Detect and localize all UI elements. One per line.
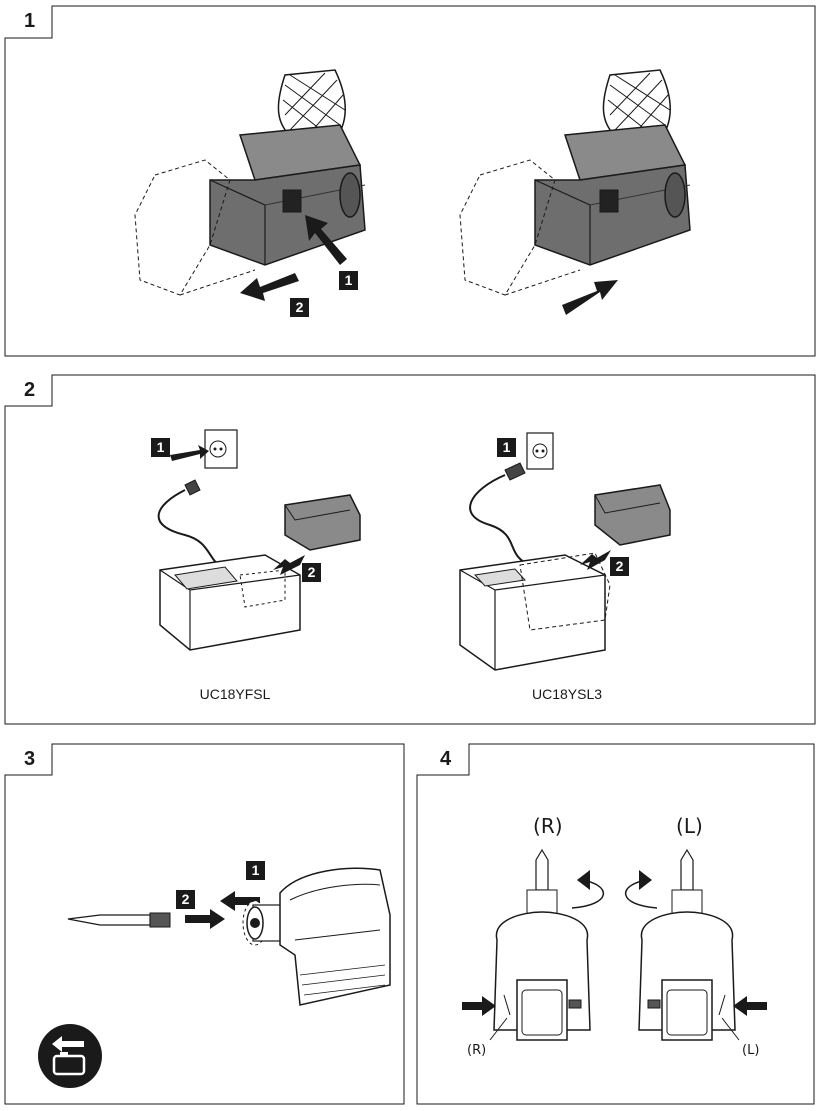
step-badge-1: 1 — [497, 438, 516, 457]
charger-model-caption-left: UC18YFSL — [199, 686, 271, 702]
panel-1-number: 1 — [24, 10, 36, 32]
charger-model-caption-right: UC18YSL3 — [531, 686, 603, 702]
panel-3-number: 3 — [24, 748, 36, 770]
step-badge-2: 2 — [610, 557, 629, 576]
panel-3-frame — [4, 743, 405, 1105]
panel-4-frame — [416, 743, 815, 1105]
wall-outlet-icon — [526, 432, 554, 470]
panel-2: 2 1 2 UC18YFSL 1 2 UC18YSL3 — [0, 370, 818, 730]
driver-bit-icon — [67, 914, 151, 926]
panel-1: 1 1 2 — [0, 0, 818, 360]
rotate-arrow-icon — [577, 870, 590, 890]
switch-label-left: (L) — [742, 1043, 760, 1058]
tool-forward-illustration — [462, 848, 604, 1041]
driver-bit-icon — [680, 848, 694, 891]
panel-1-frame — [4, 5, 816, 357]
step-badge-2: 2 — [290, 298, 309, 317]
charger-uc18yfsl-illustration — [157, 429, 361, 651]
panel-3: 3 1 2 — [0, 740, 410, 1111]
bit-insertion-illustration — [67, 867, 391, 1006]
rotation-label-right: (R) — [533, 814, 563, 838]
step-badge-1: 1 — [246, 861, 265, 880]
rotation-label-left: (L) — [676, 814, 703, 838]
step-badge-2: 2 — [176, 890, 195, 909]
insert-arrow-icon — [562, 280, 618, 315]
charger-uc18ysl3-illustration — [459, 432, 671, 671]
panel-2-number: 2 — [24, 379, 36, 401]
panel-4-number: 4 — [440, 748, 452, 770]
battery-icon — [594, 484, 671, 546]
switch-label-right: (R) — [467, 1043, 487, 1058]
battery-icon — [284, 494, 361, 551]
tool-battery-insert-illustration — [459, 69, 691, 315]
panel-4: 4 (R) (L) (R) (L) — [412, 740, 818, 1111]
rotate-arrow-icon — [639, 870, 652, 890]
tool-battery-remove-illustration — [134, 69, 366, 301]
battery-removal-icon — [38, 1024, 102, 1088]
driver-bit-icon — [535, 848, 549, 891]
step-badge-2: 2 — [302, 563, 321, 582]
pull-arrow-icon — [240, 273, 299, 301]
step-badge-1: 1 — [151, 438, 170, 457]
tool-reverse-illustration — [625, 848, 767, 1041]
panel-2-frame — [4, 374, 816, 725]
step-badge-1: 1 — [339, 271, 358, 290]
push-arrow-icon — [305, 215, 347, 265]
